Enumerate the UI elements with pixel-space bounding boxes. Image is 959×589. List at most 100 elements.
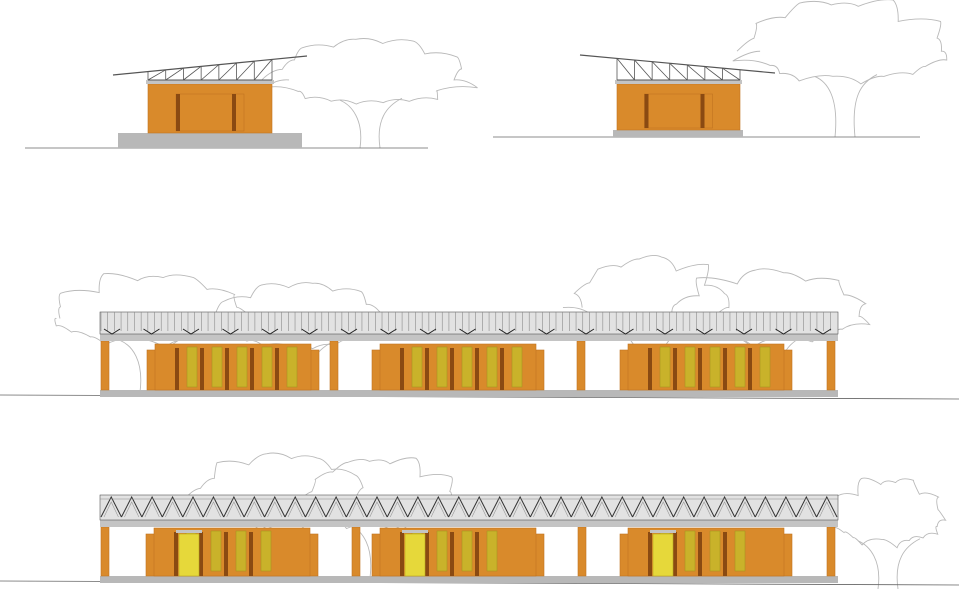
truss-v-connector [814, 328, 832, 335]
window-shutter [186, 346, 198, 388]
roof-zigzag-tooth [611, 495, 634, 518]
window-shutter [684, 346, 696, 388]
pier-shadow [199, 532, 203, 576]
tree-trunk [814, 74, 878, 138]
roof-zigzag-inner [696, 501, 712, 518]
roof-zigzag-inner [737, 501, 753, 518]
truss-top-chord [579, 54, 776, 74]
window-shutter [235, 530, 247, 572]
roof-zigzag-inner [349, 501, 365, 518]
elevation-small-pavilion-right [493, 54, 920, 138]
pier-shadow [249, 532, 253, 576]
window-shutter [759, 346, 771, 388]
roof-zigzag-inner [328, 501, 344, 518]
roof-zigzag-tooth [550, 495, 572, 518]
column [826, 340, 836, 391]
pier-shadow [425, 532, 429, 576]
roof-zigzag-tooth [775, 495, 797, 518]
window-shutter [210, 530, 222, 572]
roof-zigzag-tooth [407, 495, 429, 518]
roof-zigzag-tooth [693, 495, 715, 518]
pier-shadow [673, 348, 677, 390]
truss-v-connector [735, 328, 753, 335]
truss-diagonal [704, 66, 723, 81]
window-shutter [236, 346, 248, 388]
truss-diagonal [253, 59, 273, 81]
roof-structure [99, 494, 839, 521]
pier-shadow [475, 532, 479, 576]
truss-v-connector [143, 328, 160, 335]
roof-zigzag-inner [471, 501, 487, 518]
column [577, 526, 587, 577]
window-shutter [261, 346, 273, 388]
column [100, 526, 110, 577]
roof-zigzag-inner [757, 501, 773, 518]
truss-diagonal [165, 67, 184, 81]
roof-zigzag-tooth [488, 495, 511, 518]
ring-beam [146, 80, 274, 84]
window-shutter [436, 530, 448, 572]
roof-zigzag-inner [185, 501, 201, 518]
roof-zigzag-tooth [529, 495, 552, 518]
window-shutter [260, 530, 272, 572]
roof-zigzag-tooth [468, 495, 490, 518]
roof-zigzag-tooth [672, 495, 695, 518]
tree-top-left [261, 38, 478, 149]
roof-zigzag-inner [533, 501, 549, 518]
block-wall-inner [627, 343, 785, 391]
truss-v-connector [419, 328, 437, 335]
roof-zigzag-tooth [223, 495, 245, 518]
truss-v-connector [498, 328, 516, 335]
roof-zigzag-inner [165, 501, 181, 518]
roof-zigzag-tooth [509, 495, 531, 518]
roof-truss [579, 54, 776, 81]
pier-shadow [698, 348, 702, 390]
floor-slab [100, 390, 838, 397]
pier-shadow [450, 532, 454, 576]
truss-diagonal [669, 62, 688, 81]
pier-shadow [174, 532, 178, 576]
truss-v-connector [380, 328, 397, 335]
truss-diagonal [616, 58, 635, 81]
truss-v-connector [459, 328, 476, 335]
truss-v-connector [261, 328, 279, 335]
roof-zigzag-tooth [713, 495, 736, 518]
roof-zigzag-tooth [632, 495, 654, 518]
truss-diagonal [218, 62, 237, 81]
tree-canopy [830, 477, 947, 549]
roof-zigzag-inner [798, 501, 814, 518]
column [100, 340, 110, 391]
roof-zigzag-tooth [652, 495, 674, 518]
roof-zigzag-inner [553, 501, 569, 518]
window-shutter [486, 530, 498, 572]
roof-zigzag-tooth [120, 495, 143, 518]
tree-top-right [732, 0, 948, 138]
window-shutter [211, 346, 223, 388]
truss-v-connector [617, 328, 634, 335]
pier-shadow [224, 532, 228, 576]
truss-diagonal [687, 64, 706, 81]
window-shutter [659, 346, 671, 388]
pier-shadow [175, 348, 179, 390]
truss-diagonal [183, 66, 202, 81]
truss-v-connector [775, 328, 792, 335]
roof-zigzag-tooth [448, 495, 470, 518]
roof-zigzag-inner [778, 501, 794, 518]
block-wall-inner [379, 343, 537, 391]
roof-zigzag-inner [369, 501, 385, 518]
roof-zigzag-tooth [243, 495, 266, 518]
pier-shadow [250, 348, 254, 390]
roof-zigzag-inner [819, 501, 835, 518]
window-shutter [461, 346, 473, 388]
roof-zigzag-inner [410, 501, 426, 518]
truss-v-connector [222, 328, 239, 335]
jamb-shadow-right [232, 94, 236, 131]
roof-zigzag-inner [226, 501, 242, 518]
truss-v-connector [656, 328, 674, 335]
classroom-block [371, 343, 545, 391]
ring-beam [615, 80, 742, 84]
roof-zigzag-inner [267, 501, 283, 518]
jamb-shadow-left [176, 94, 180, 131]
plinth [118, 133, 302, 148]
window-shutter [461, 530, 473, 572]
